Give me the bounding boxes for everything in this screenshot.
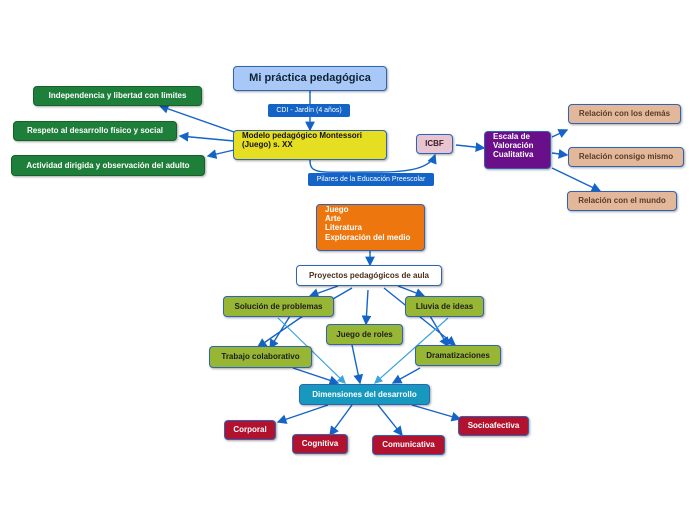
dimension-comunicativa[interactable]: Comunicativa: [372, 435, 445, 455]
escala-line-3: Cualitativa: [493, 150, 534, 160]
pilar-literatura: Literatura: [325, 223, 362, 233]
estrategia-roles[interactable]: Juego de roles: [326, 324, 403, 345]
proyectos-node[interactable]: Proyectos pedagógicos de aula: [296, 265, 442, 286]
escala-node[interactable]: Escala de Valoración Cualitativa: [484, 131, 551, 169]
edge-label-pilares: Pilares de la Educación Preescolar: [308, 173, 434, 186]
estrategia-solucion[interactable]: Solución de problemas: [223, 296, 334, 317]
dimension-socioafectiva[interactable]: Socioafectiva: [458, 416, 529, 436]
estrategia-dramatizaciones[interactable]: Dramatizaciones: [415, 345, 501, 366]
pilar-juego: Juego: [325, 205, 349, 214]
estrategia-colaborativo[interactable]: Trabajo colaborativo: [209, 346, 312, 368]
escala-line-1: Escala de: [493, 132, 530, 141]
model-line-1: Modelo pedagógico Montessori: [242, 131, 363, 140]
central-topic[interactable]: Mi práctica pedagógica: [233, 66, 387, 91]
dimension-corporal[interactable]: Corporal: [224, 420, 276, 440]
pilares-node[interactable]: Juego Arte Literatura Exploración del me…: [316, 204, 425, 251]
model-node[interactable]: Modelo pedagógico Montessori (Juego) s. …: [233, 130, 387, 160]
model-line-2: (Juego) s. XX: [242, 140, 293, 150]
dimension-cognitiva[interactable]: Cognitiva: [292, 434, 348, 454]
dimensiones-node[interactable]: Dimensiones del desarrollo: [299, 384, 430, 405]
branch-independencia[interactable]: Independencia y libertad con límites: [33, 86, 202, 106]
icbf-node[interactable]: ICBF: [416, 134, 453, 154]
escala-line-2: Valoración: [493, 141, 534, 151]
edge-label-cdi: CDI - Jardín (4 años): [268, 104, 350, 117]
relacion-demas[interactable]: Relación con los demás: [568, 104, 681, 124]
relacion-mundo[interactable]: Relación con el mundo: [567, 191, 677, 211]
branch-actividad[interactable]: Actividad dirigida y observación del adu…: [11, 155, 205, 176]
pilar-arte: Arte: [325, 214, 342, 224]
relacion-consigo[interactable]: Relación consigo mismo: [568, 147, 684, 167]
pilar-exploracion: Exploración del medio: [325, 232, 411, 242]
estrategia-lluvia[interactable]: Lluvia de ideas: [405, 296, 484, 317]
branch-respeto[interactable]: Respeto al desarrollo físico y social: [13, 121, 177, 141]
